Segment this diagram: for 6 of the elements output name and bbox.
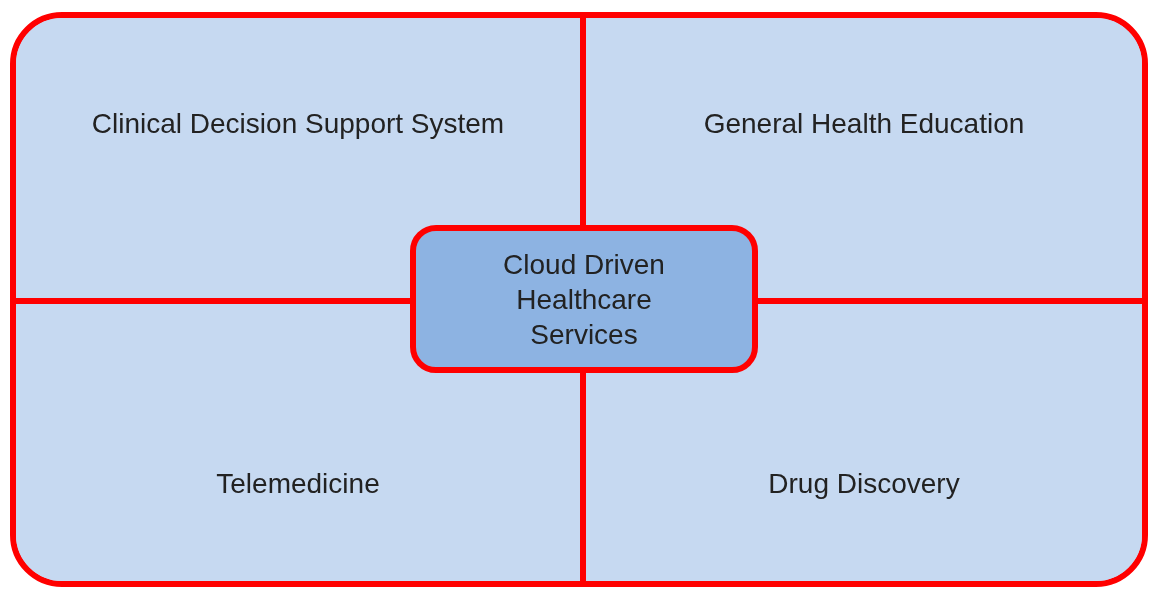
- center-box: [410, 225, 758, 373]
- panel-label: Telemedicine: [216, 467, 380, 501]
- panel-label: Clinical Decision Support System: [91, 107, 505, 141]
- panel-label: Drug Discovery: [768, 467, 960, 501]
- panel-label: General Health Education: [703, 107, 1025, 141]
- center-label: Cloud Driven Healthcare Services: [502, 247, 666, 352]
